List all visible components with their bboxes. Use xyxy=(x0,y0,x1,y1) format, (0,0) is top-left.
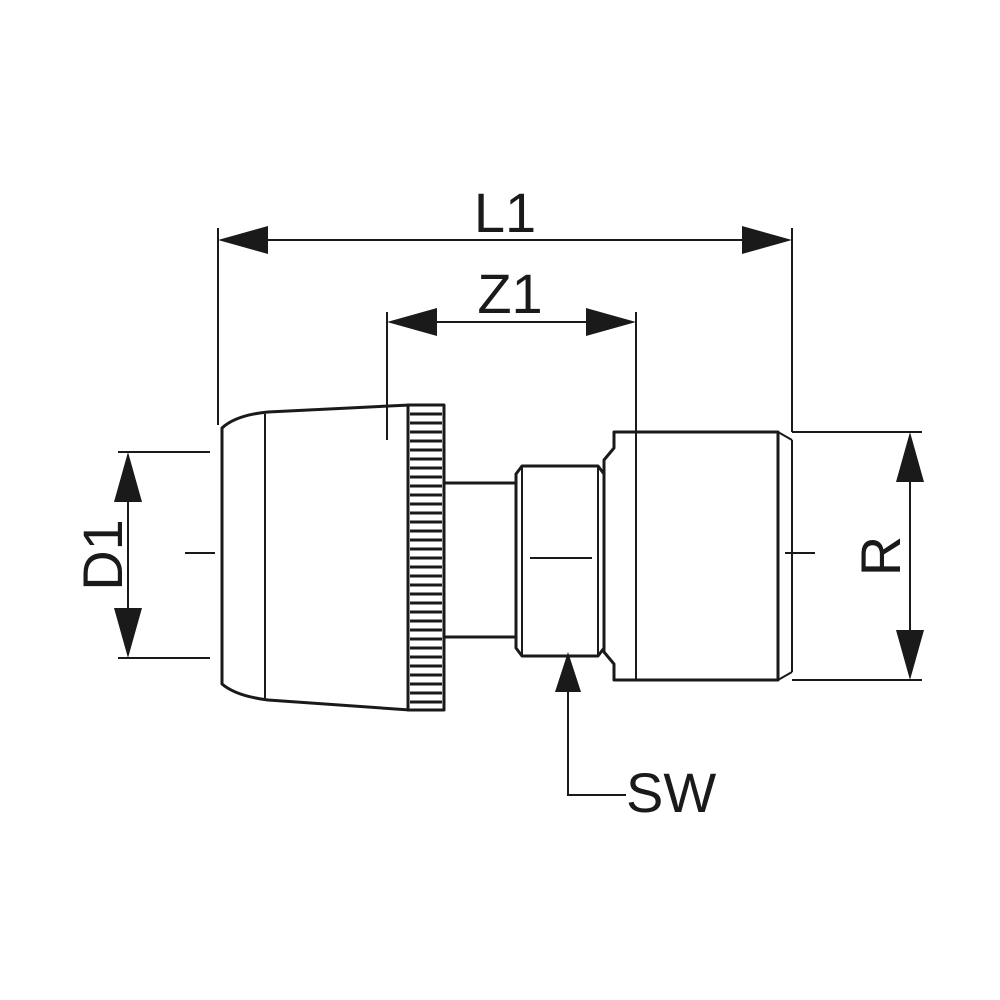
leader-sw: SW xyxy=(555,652,716,824)
label-r: R xyxy=(849,536,912,576)
dimension-z1: Z1 xyxy=(386,262,637,440)
label-d1: D1 xyxy=(71,519,134,591)
dimension-d1: D1 xyxy=(71,451,210,659)
label-z1: Z1 xyxy=(477,262,542,325)
press-sleeve xyxy=(220,403,412,712)
threaded-end xyxy=(602,430,793,682)
knurled-ring xyxy=(406,403,446,712)
label-l1: L1 xyxy=(474,181,536,244)
label-sw: SW xyxy=(626,761,716,824)
hex-nut xyxy=(514,464,606,658)
dimension-l1: L1 xyxy=(217,181,793,432)
neck-tube xyxy=(442,481,518,639)
dimension-r: R xyxy=(792,431,924,681)
